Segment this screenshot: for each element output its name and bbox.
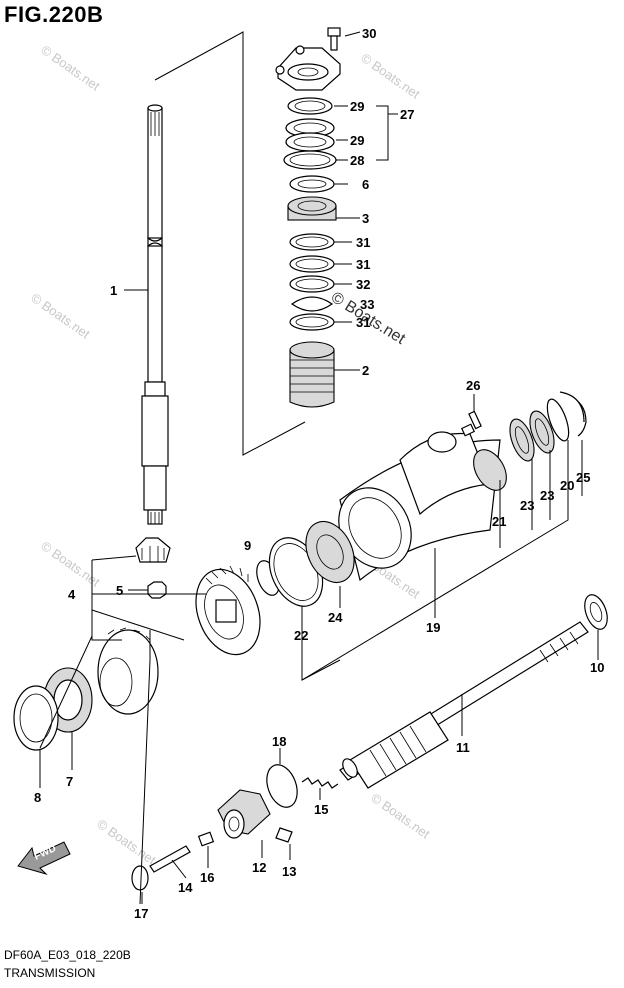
washer-10	[584, 594, 608, 630]
callout-numbers: 30 29 27 29 28 6 3 31 31 32 33 31 2 1 26…	[34, 26, 604, 921]
sleeve-2	[289, 349, 335, 408]
callout-21: 21	[492, 514, 506, 529]
figure-code: DF60A_E03_018_220B	[4, 948, 131, 962]
callout-10: 10	[590, 660, 604, 675]
figure-title: FIG.220B	[4, 2, 104, 27]
bearing-stack	[275, 27, 341, 408]
callout-11: 11	[456, 740, 470, 755]
callout-9: 9	[244, 538, 251, 553]
callout-3: 3	[362, 211, 369, 226]
callout-20: 20	[560, 478, 574, 493]
callout-17: 17	[134, 906, 148, 921]
callout-19: 19	[426, 620, 440, 635]
shim-32	[289, 275, 335, 293]
shim-31b	[289, 255, 335, 273]
ring-29	[287, 97, 333, 115]
callout-16: 16	[200, 870, 214, 885]
callout-23: 23	[540, 488, 554, 503]
callout-13: 13	[282, 864, 296, 879]
callout-27: 27	[400, 107, 414, 122]
fwd-direction-arrow: FWD	[17, 841, 71, 876]
watermark-text: © Boats.net	[358, 50, 423, 102]
ring-18	[266, 764, 298, 808]
callout-6: 6	[362, 177, 369, 192]
callout-15: 15	[314, 802, 328, 817]
clutch-dog-12	[217, 789, 271, 839]
callout-8: 8	[34, 790, 41, 805]
callout-28: 28	[350, 153, 364, 168]
watermark-text: © Boats.net	[38, 538, 103, 590]
washer-6	[289, 175, 335, 193]
nut-5	[147, 581, 167, 599]
washer-10-hole	[589, 602, 603, 622]
reverse-gear-assembly	[13, 627, 159, 751]
figure-name: TRANSMISSION	[4, 966, 96, 980]
group-bracket-line	[154, 31, 306, 456]
shim-31	[289, 233, 335, 251]
clip-33	[290, 296, 334, 312]
bearings-23-20-25	[509, 391, 587, 462]
callout-18: 18	[272, 734, 286, 749]
callout-24: 24	[328, 610, 343, 625]
drive-shaft-part-1	[141, 104, 169, 525]
shaft-housing-part-19	[338, 431, 507, 582]
callout-30: 30	[362, 26, 376, 41]
callout-7: 7	[66, 774, 73, 789]
callout-29: 29	[350, 133, 364, 148]
bolt-26	[460, 410, 482, 437]
callout-1: 1	[110, 283, 117, 298]
bearing-22-24	[268, 520, 355, 607]
callout-4: 4	[68, 587, 76, 602]
watermark-text: © Boats.net	[38, 42, 103, 94]
callout-32: 32	[356, 277, 370, 292]
callout-25: 25	[576, 470, 590, 485]
watermark-text: © Boats.net	[94, 816, 159, 868]
pin-16	[197, 831, 215, 847]
watermarks: © Boats.net © Boats.net © Boats.net © Bo…	[28, 42, 433, 868]
leader-lines	[39, 31, 599, 905]
push-rod-14	[149, 845, 191, 873]
shim-31c	[289, 313, 335, 331]
callout-31: 31	[356, 235, 370, 250]
callout-29: 29	[350, 99, 364, 114]
spring-15	[301, 777, 339, 789]
callout-23: 23	[520, 498, 534, 513]
propeller-shaft-part-11	[339, 621, 589, 789]
callout-31: 31	[356, 257, 370, 272]
ring-17	[131, 865, 149, 891]
watermark-text: © Boats.net	[368, 790, 433, 842]
callout-26: 26	[466, 378, 480, 393]
callout-33: 33	[360, 297, 374, 312]
pin-13	[275, 827, 293, 843]
watermark-text: © Boats.net	[28, 290, 93, 342]
bolt-30	[327, 27, 341, 37]
pinion-gear	[135, 537, 171, 563]
callout-2: 2	[362, 363, 369, 378]
callout-12: 12	[252, 860, 266, 875]
forward-gear	[195, 565, 261, 656]
callout-31: 31	[356, 315, 370, 330]
callout-5: 5	[116, 583, 123, 598]
callout-22: 22	[294, 628, 308, 643]
callout-14: 14	[178, 880, 193, 895]
